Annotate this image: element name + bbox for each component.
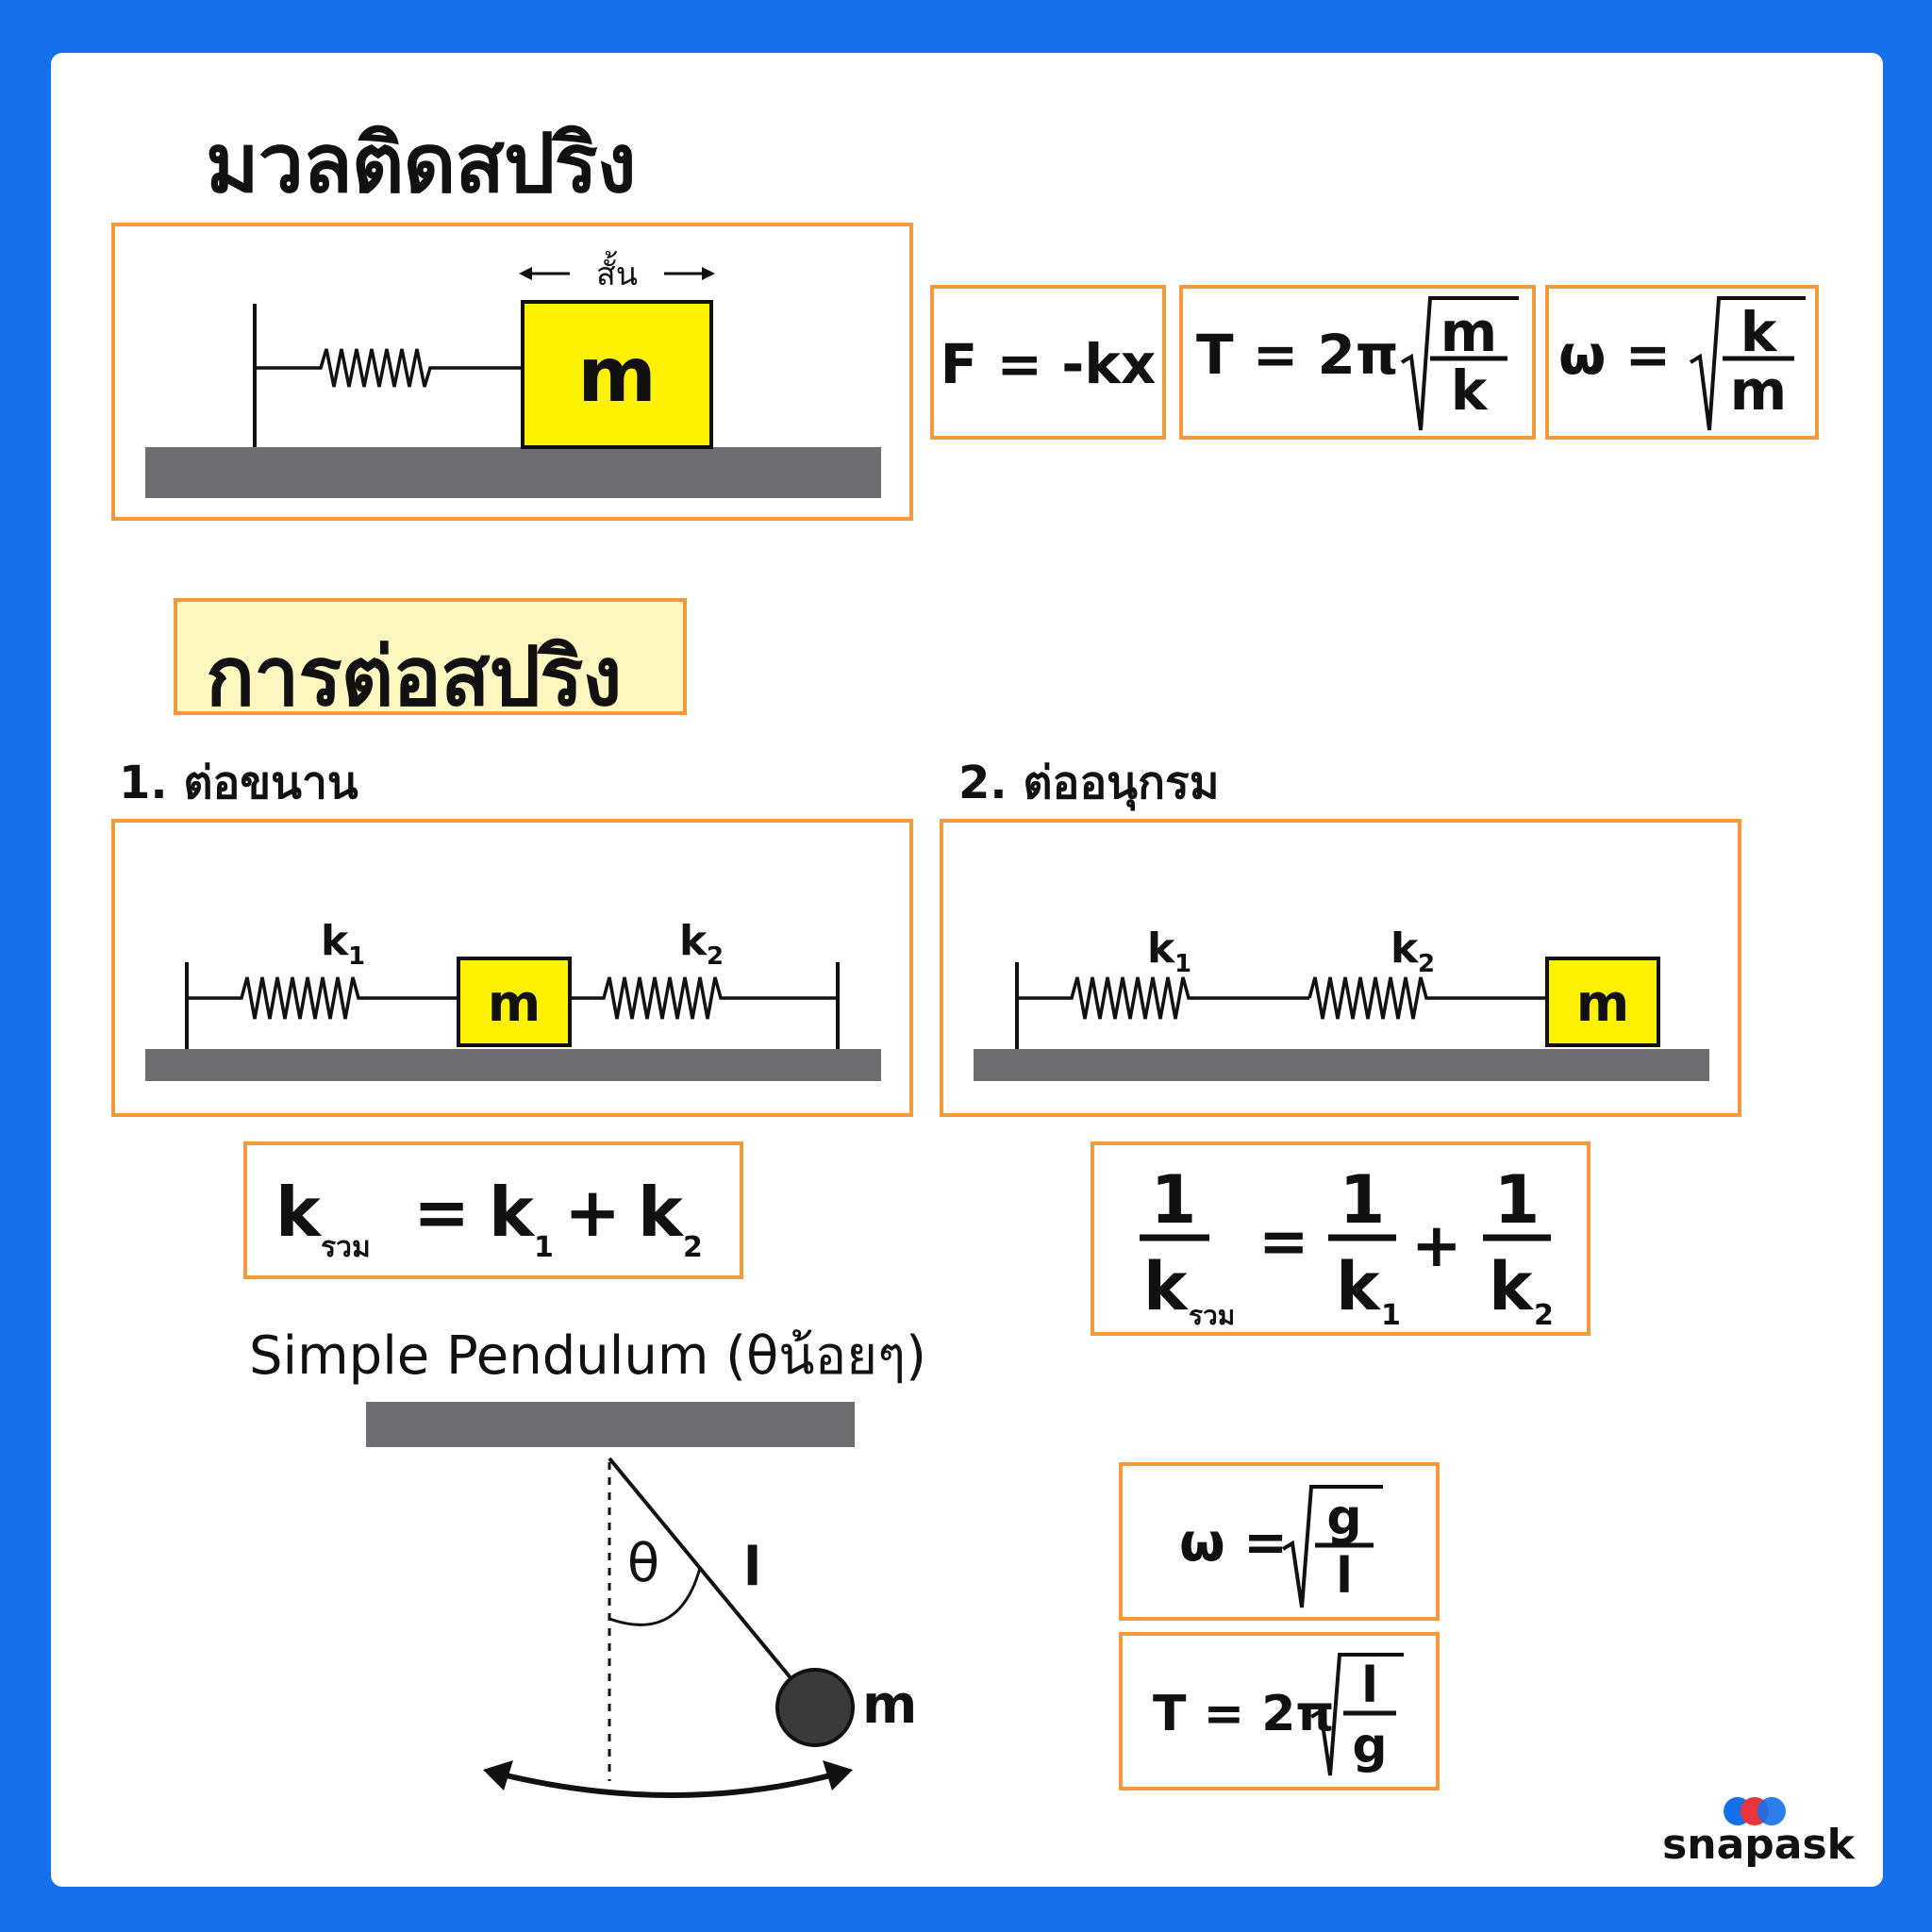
k-total: k: [275, 1173, 323, 1252]
mass-block: [457, 957, 572, 1047]
period-pendulum-lhs: T = 2π: [1153, 1686, 1335, 1742]
k-total: k: [1143, 1248, 1189, 1325]
ground: [145, 447, 881, 498]
period-spring-box: T = 2π m k: [1179, 285, 1536, 440]
series-diagram-box: m k 1 k 2: [940, 819, 1741, 1117]
force-formula: F = -kx: [941, 332, 1157, 396]
mass-label: m: [488, 974, 541, 1033]
k1-subscript: 1: [534, 1231, 554, 1264]
omega-pendulum-denominator: l: [1336, 1548, 1353, 1605]
length-label: l: [743, 1537, 761, 1598]
compress-label: สั้น: [596, 251, 638, 293]
snapask-logo: snapask: [1662, 1797, 1857, 1869]
plus: +: [1411, 1211, 1462, 1281]
swing-arc: [497, 1771, 839, 1798]
parallel-diagram: m k 1 k 2: [145, 917, 881, 1081]
swing-arrowhead-left: [483, 1760, 513, 1790]
omega-spring-box: ω = k m: [1545, 285, 1819, 440]
mass-spring-title: มวลติดสปริง: [206, 117, 637, 211]
mass-block: [1545, 957, 1660, 1047]
mass-label: m: [1576, 974, 1629, 1033]
spring-connection-title-box: การต่อสปริง: [174, 598, 687, 724]
sqrt-sign: [1309, 1653, 1404, 1776]
force-formula-box: F = -kx: [930, 285, 1166, 440]
equals: =: [413, 1173, 470, 1252]
parallel-formula-box: k รวม = k 1 + k 2: [243, 1141, 743, 1279]
numerator-k2: 1: [1494, 1161, 1541, 1239]
ceiling: [366, 1402, 855, 1447]
period-pendulum-box: T = 2π l g: [1119, 1632, 1440, 1790]
k1-label: k: [1147, 924, 1176, 973]
pendulum-title-suffix: น้อยๆ): [778, 1325, 926, 1387]
series-formula-box: 1 k รวม = 1 k 1 + 1 k 2: [1091, 1141, 1591, 1336]
logo-dot-right: [1757, 1797, 1786, 1825]
omega-lhs: ω =: [1558, 323, 1671, 387]
period-pendulum-denominator: g: [1352, 1718, 1387, 1774]
k2: k: [638, 1173, 685, 1252]
k1-label: k: [321, 917, 350, 965]
ground: [145, 1049, 881, 1081]
k1: k: [489, 1173, 536, 1252]
sqrt-sign: [1400, 296, 1519, 431]
spring-k2: [1307, 976, 1547, 1020]
omega-pendulum-lhs: ω =: [1179, 1512, 1288, 1574]
compress-arrowhead-right: [702, 267, 715, 280]
spring-k1: [187, 976, 458, 1020]
k2-label: k: [679, 917, 708, 965]
series-subtitle: 2. ต่ออนุกรม: [958, 757, 1220, 809]
spring: [255, 348, 523, 388]
pendulum-title-prefix: Simple Pendulum (: [249, 1325, 747, 1387]
numerator-k1: 1: [1340, 1161, 1386, 1239]
k-total-subscript: รวม: [321, 1231, 371, 1264]
k2-label: k: [1391, 924, 1420, 973]
numerator-total: 1: [1151, 1161, 1197, 1239]
k-total-subscript: รวม: [1189, 1300, 1235, 1331]
pendulum-diagram: θ l m: [366, 1402, 917, 1798]
k2-subscript: 2: [1534, 1299, 1554, 1332]
k2: k: [1489, 1248, 1534, 1325]
period-numerator: m: [1441, 300, 1497, 364]
omega-pendulum-box: ω = g l: [1119, 1462, 1440, 1621]
k1-subscript: 1: [1174, 950, 1191, 978]
angle-arc: [608, 1567, 702, 1626]
pendulum-title-theta: θ: [746, 1325, 779, 1387]
period-pendulum-numerator: l: [1361, 1657, 1378, 1714]
k1-subscript: 1: [348, 942, 365, 971]
compress-arrowhead-left: [519, 267, 532, 280]
k1: k: [1336, 1248, 1381, 1325]
k1-subscript: 1: [1381, 1299, 1401, 1332]
k2-subscript: 2: [683, 1231, 703, 1264]
plus: +: [564, 1173, 621, 1252]
logo-text: snapask: [1662, 1821, 1857, 1869]
theta-label: θ: [627, 1533, 659, 1594]
swing-arrowhead-right: [823, 1760, 853, 1790]
spring-k1: [1017, 976, 1309, 1020]
parallel-diagram-box: m k 1 k 2: [111, 819, 913, 1117]
period-lhs: T = 2π: [1196, 323, 1399, 387]
k2-subscript: 2: [707, 942, 724, 971]
pendulum-title: Simple Pendulum (θน้อยๆ): [249, 1313, 926, 1397]
pendulum-bob: [775, 1668, 855, 1747]
equals: =: [1258, 1208, 1309, 1277]
mass-block: [521, 300, 713, 449]
period-denominator: k: [1451, 358, 1489, 423]
omega-pendulum-numerator: g: [1326, 1490, 1361, 1546]
mass-label: m: [862, 1674, 917, 1736]
parallel-subtitle: 1. ต่อขนาน: [119, 757, 358, 809]
ground: [974, 1049, 1709, 1081]
sqrt-sign: [1281, 1485, 1383, 1608]
mass-label: m: [577, 331, 656, 419]
pendulum-string: [608, 1457, 817, 1709]
mass-spring-diagram-box: m สั้น: [111, 223, 913, 521]
k2-subscript: 2: [1418, 950, 1435, 978]
omega-numerator: k: [1740, 300, 1778, 364]
omega-denominator: m: [1730, 358, 1787, 423]
sqrt-sign: [1689, 296, 1806, 431]
series-diagram: m k 1 k 2: [974, 924, 1709, 1081]
mass-spring-diagram: m สั้น: [145, 251, 881, 498]
spring-k2: [570, 976, 838, 1020]
spring-connection-title: การต่อสปริง: [206, 630, 622, 724]
